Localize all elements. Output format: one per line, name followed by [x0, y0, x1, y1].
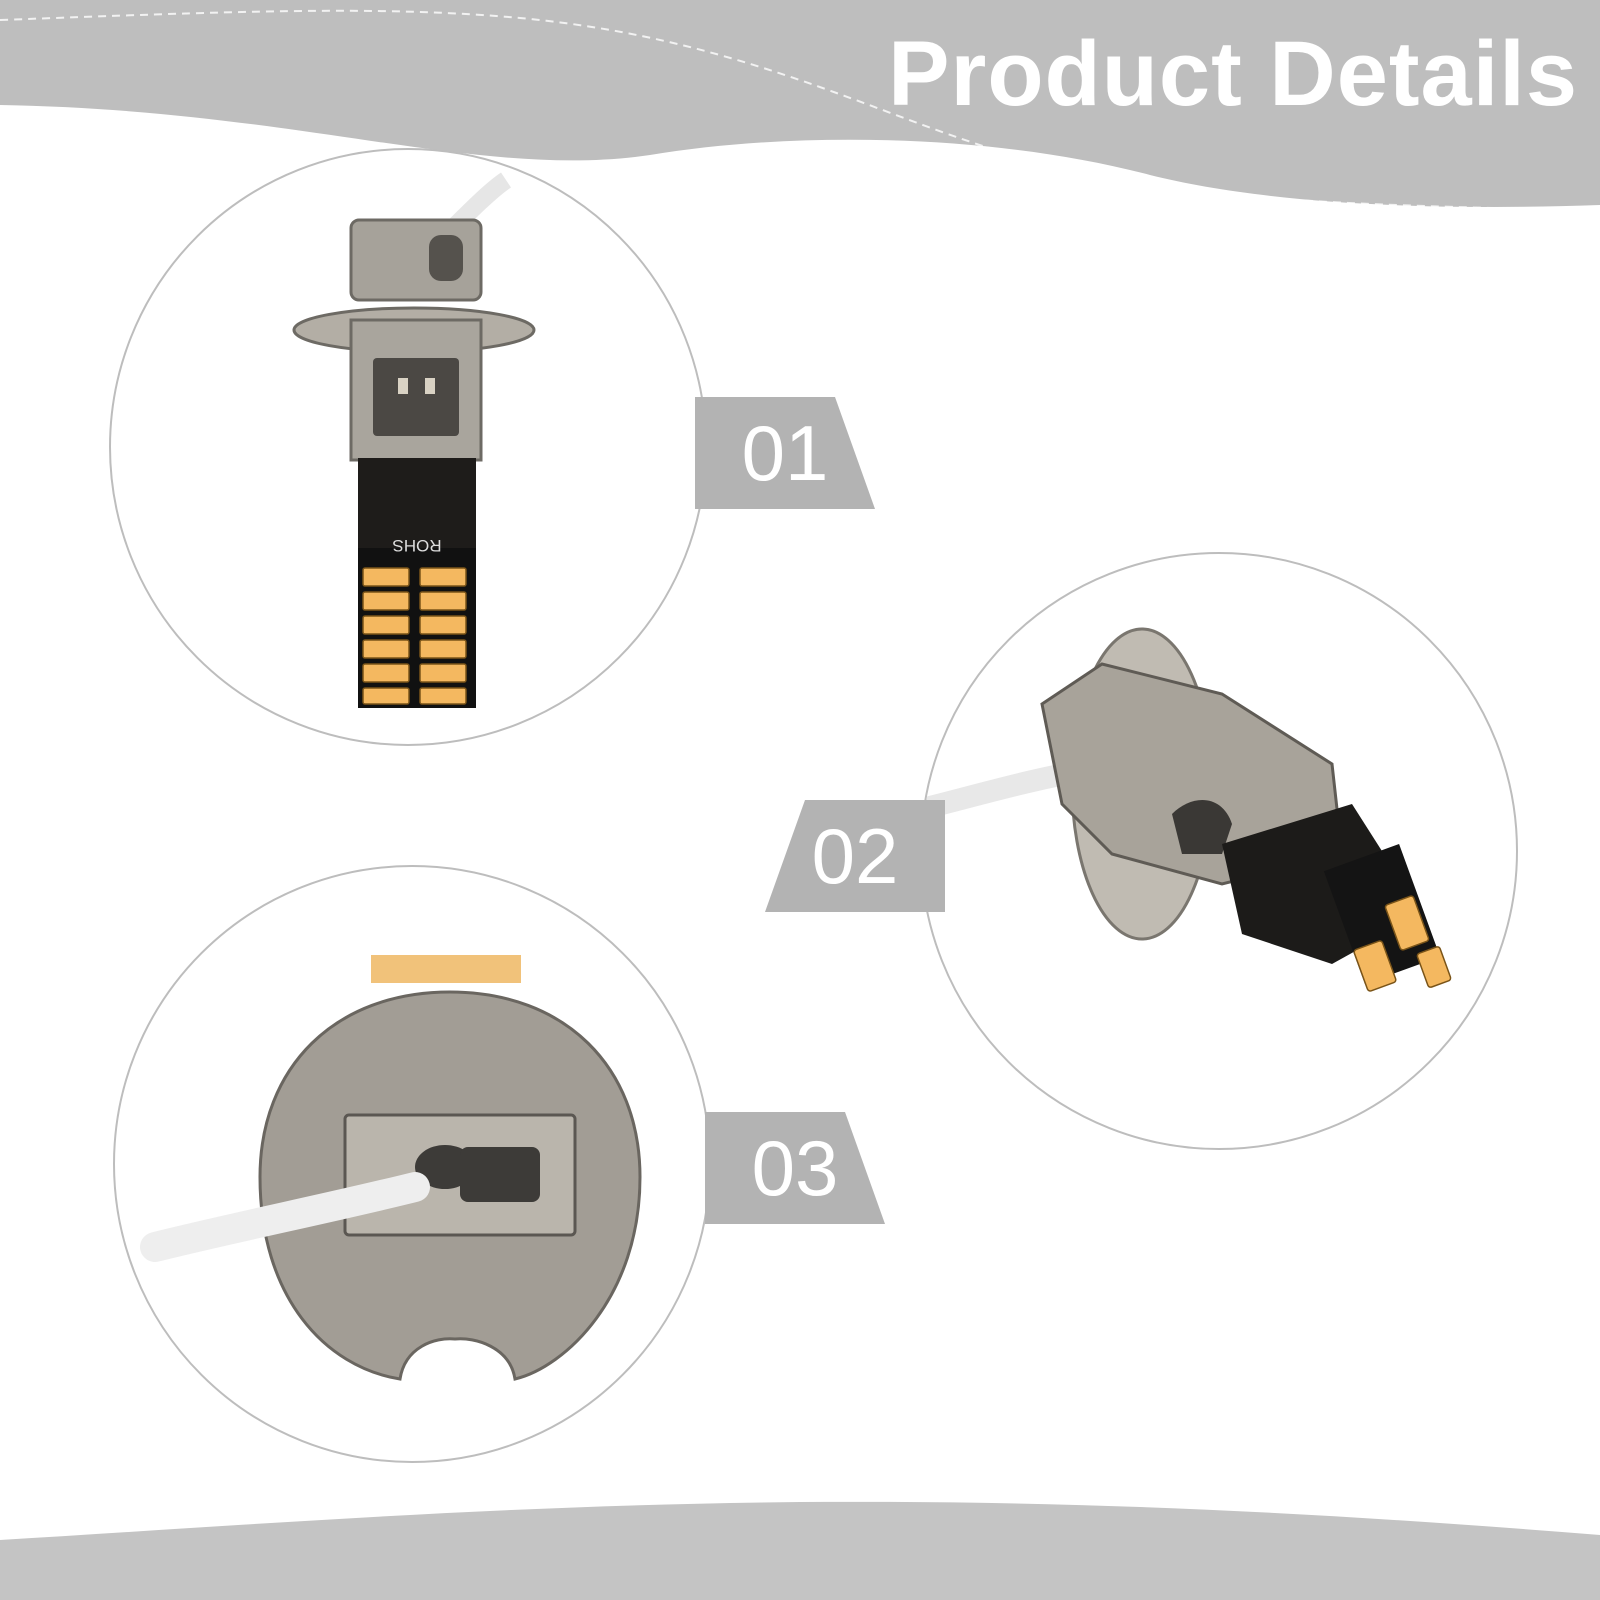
- led-bulb-base-icon: [140, 955, 642, 1381]
- header-band: [0, 0, 1600, 211]
- svg-text:ROHS: ROHS: [392, 536, 441, 555]
- led-bulb-side-icon: [922, 627, 1452, 992]
- step-badge-01: 01: [695, 397, 875, 509]
- badge-shape: [695, 397, 875, 509]
- badge-shape: [705, 1112, 885, 1224]
- step-badge-02: 02: [765, 800, 945, 912]
- page-title: Product Details: [888, 23, 1578, 125]
- product-image-base-view: [113, 865, 711, 1463]
- led-bulb-front-icon: ROHS: [292, 172, 536, 708]
- step-badge-03: 03: [705, 1112, 885, 1224]
- badge-shape: [765, 800, 945, 912]
- product-image-side-view: [920, 552, 1518, 1150]
- footer-band: [0, 1501, 1600, 1600]
- step-label: 01: [741, 408, 829, 497]
- step-label: 03: [751, 1123, 839, 1212]
- step-label: 02: [811, 811, 899, 900]
- product-image-front-view: ROHS: [109, 148, 707, 746]
